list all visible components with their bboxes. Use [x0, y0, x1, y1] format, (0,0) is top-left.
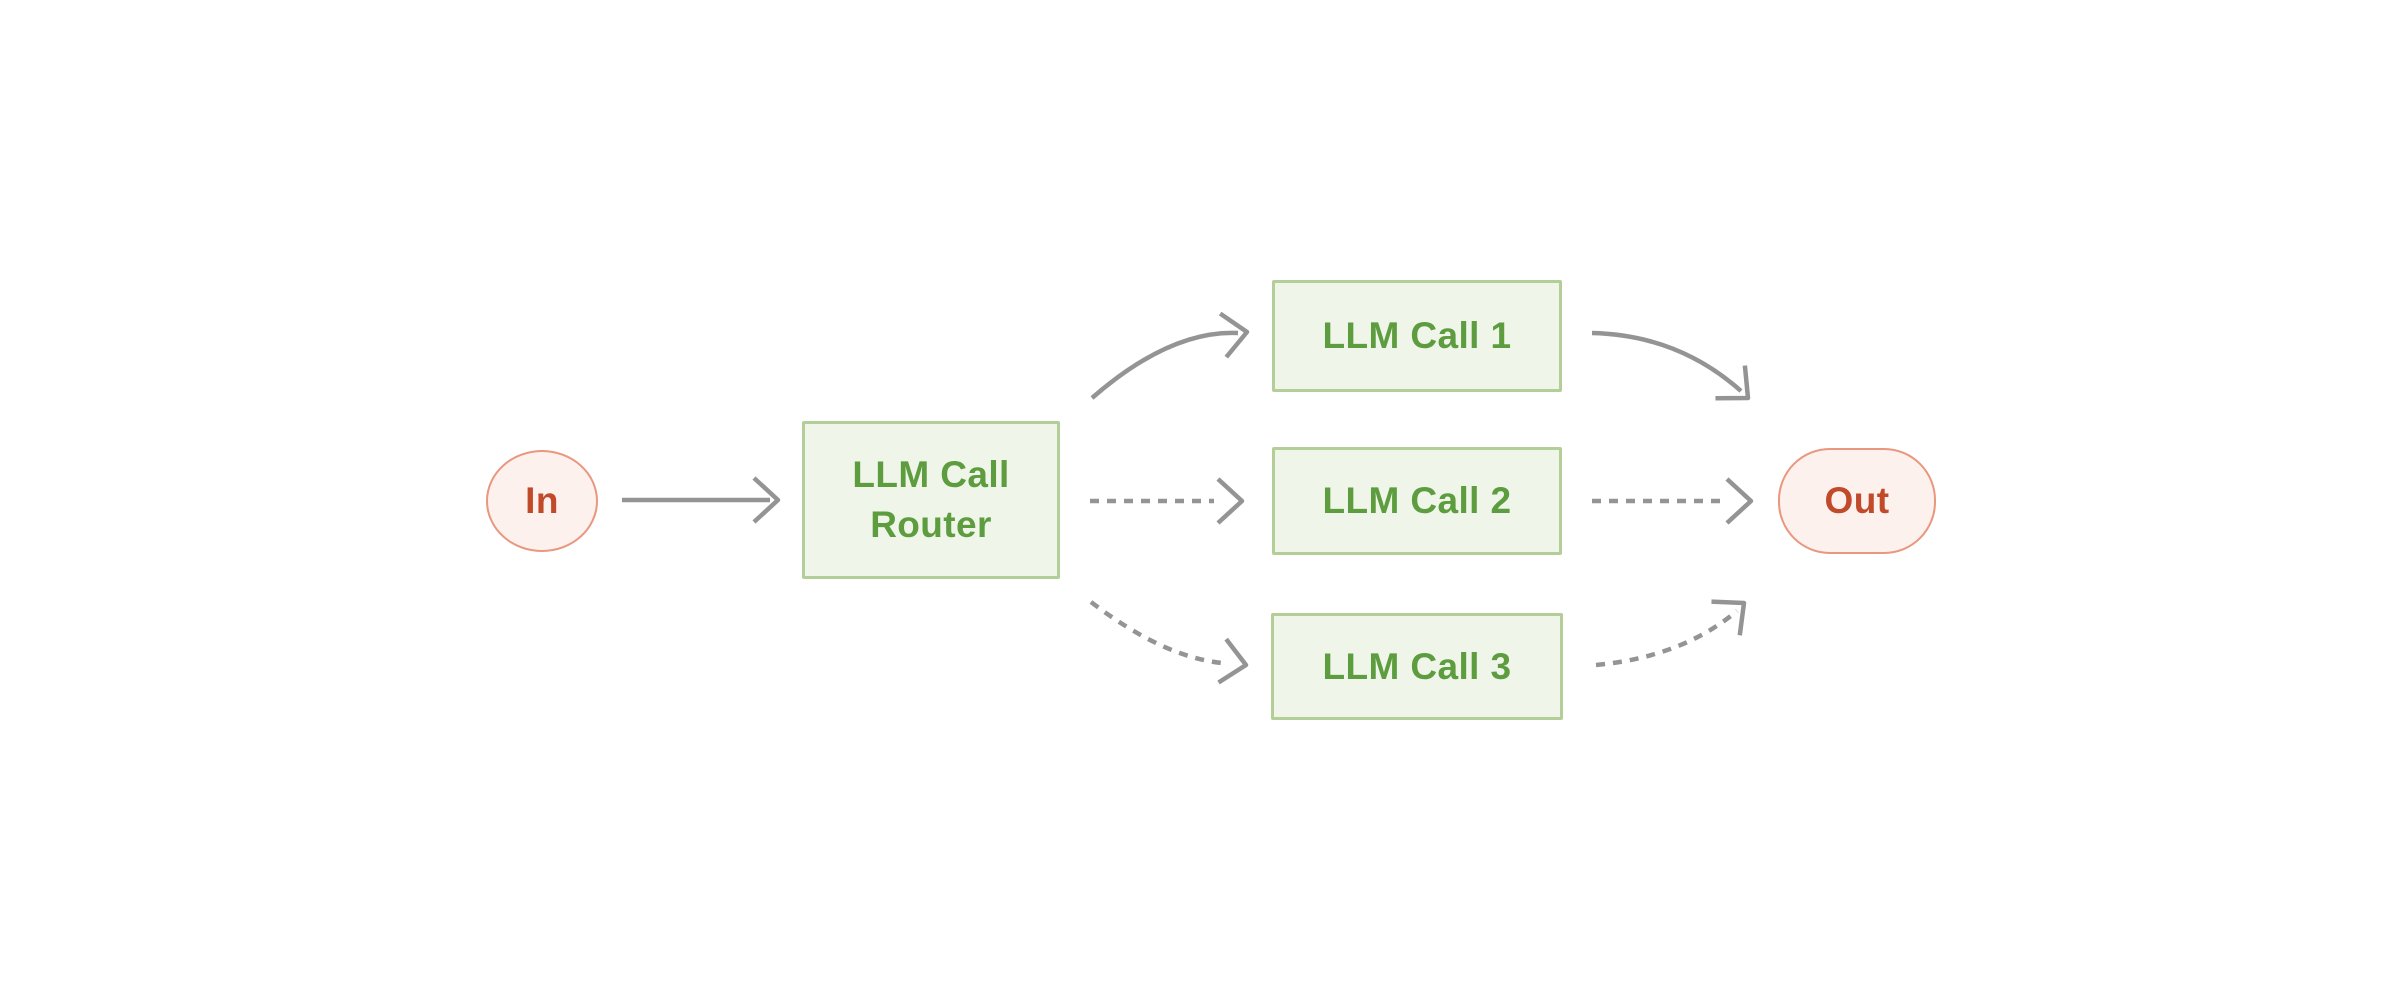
arrowhead-icon [1725, 477, 1754, 525]
arrow-input-to-router [622, 476, 781, 524]
arrowhead-icon [752, 476, 781, 524]
node-llm-call-3: LLM Call 3 [1271, 613, 1563, 720]
node-llm-call-router-label: LLM Call Router [852, 454, 1010, 545]
node-input: In [486, 450, 598, 552]
node-input-label: In [525, 480, 559, 522]
arrowhead-icon [1715, 365, 1751, 401]
arrow-shaft [1595, 609, 1739, 668]
arrow-call2-to-output [1592, 477, 1754, 525]
arrow-router-to-call2 [1090, 477, 1245, 525]
arrow-router-to-call3 [1089, 600, 1249, 685]
node-llm-call-router: LLM Call Router [802, 421, 1060, 579]
arrow-call3-to-output [1595, 599, 1747, 668]
arrow-shaft [1090, 330, 1239, 400]
node-llm-call-3-label: LLM Call 3 [1322, 645, 1512, 687]
node-output-label: Out [1824, 480, 1890, 522]
node-llm-call-2-label: LLM Call 2 [1322, 480, 1512, 522]
arrow-shaft [1591, 330, 1743, 393]
arrowhead-icon [1711, 599, 1747, 636]
arrowhead-icon [1216, 477, 1245, 525]
node-llm-call-1: LLM Call 1 [1272, 280, 1562, 392]
node-llm-call-2: LLM Call 2 [1272, 447, 1562, 555]
arrowhead-icon [1217, 637, 1249, 685]
node-output: Out [1778, 448, 1936, 554]
arrow-shaft [1089, 600, 1223, 666]
arrow-router-to-call1 [1090, 311, 1250, 400]
arrowhead-icon [1218, 311, 1250, 359]
arrow-call1-to-output [1591, 330, 1751, 401]
node-llm-call-1-label: LLM Call 1 [1322, 315, 1512, 357]
